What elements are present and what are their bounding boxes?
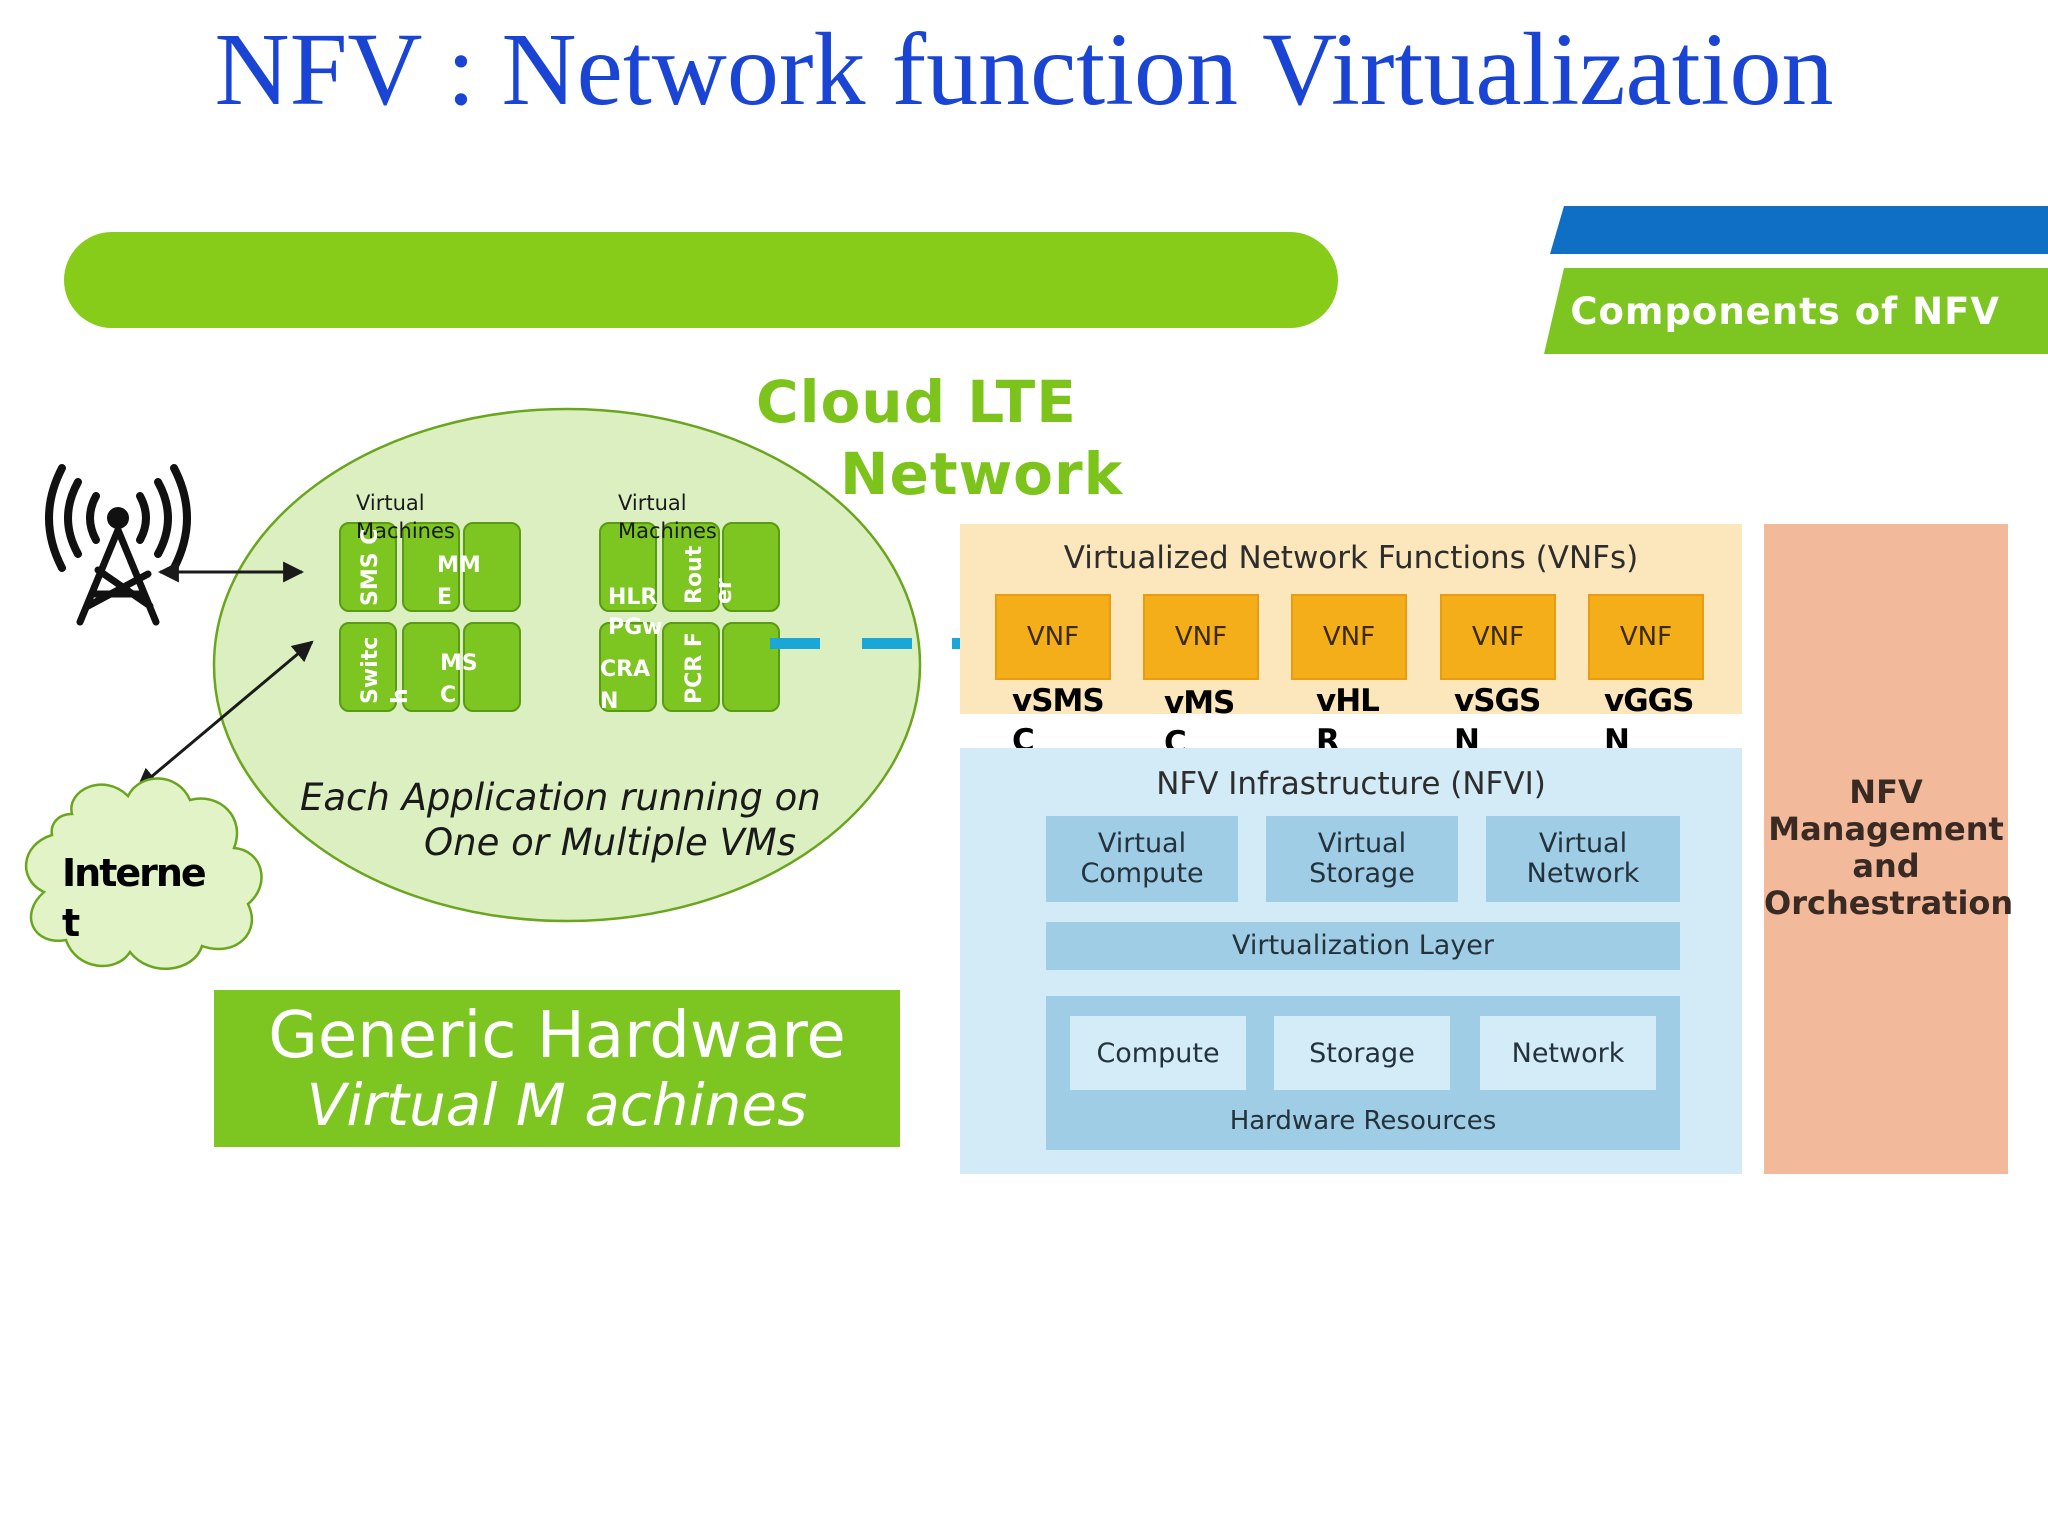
hw-storage-box: Storage — [1274, 1016, 1450, 1090]
tile-label-switch: Switc h — [358, 636, 413, 704]
hw-compute-label: Compute — [1096, 1037, 1220, 1069]
right-vm-cluster — [599, 522, 780, 712]
tile-label-router: Rout er — [682, 545, 737, 604]
internet-label-line2: t — [62, 901, 80, 945]
vnf-panel-title: Virtualized Network Functions (VNFs) — [1063, 540, 1639, 576]
left-cluster-caption-top: Virtual — [356, 491, 425, 515]
virtual-compute-label: Virtual Compute — [1080, 828, 1204, 889]
dashed-connector — [770, 638, 982, 649]
hardware-resources-label: Hardware Resources — [1229, 1106, 1497, 1136]
vm-tile-cran — [599, 622, 657, 712]
ellipse-note-line2: One or Multiple VMs — [424, 821, 796, 864]
right-cluster-caption-top: Virtual — [618, 491, 687, 515]
tile-label-mme-1: MM — [437, 553, 481, 578]
virtualization-layer-label: Virtualization Layer — [1231, 930, 1495, 961]
tile-label-cran-2: N — [600, 689, 619, 714]
vnf-box-1: VNF — [995, 594, 1111, 680]
virtual-compute-box: Virtual Compute — [1046, 816, 1238, 902]
cloud-lte-label: Cloud LTE — [756, 368, 1077, 436]
virtual-machines-label: Virtual M achines — [306, 1071, 808, 1139]
internet-cloud-icon — [25, 777, 263, 970]
vm-tile-msc — [402, 622, 460, 712]
ellipse-note: Each Application running on One or Multi… — [300, 776, 821, 864]
vnf-box-3: VNF — [1291, 594, 1407, 680]
tile-label-hlr: HLR — [608, 585, 658, 610]
ellipse-note-line1: Each Application running on — [300, 776, 821, 819]
virtualization-layer-box: Virtualization Layer — [1046, 922, 1680, 970]
network-label: Network — [840, 440, 1124, 508]
virtual-storage-box: Virtual Storage — [1266, 816, 1458, 902]
vnf-box-5: VNF — [1588, 594, 1704, 680]
virtual-network-box: Virtual Network — [1486, 816, 1680, 902]
vnf-box-2: VNF — [1143, 594, 1259, 680]
generic-hardware-box: Generic Hardware Virtual M achines — [214, 990, 900, 1147]
vm-tile-smsc — [339, 522, 397, 612]
components-banner-label: Components of NFV — [1570, 289, 2000, 333]
vm-tile-switch — [339, 622, 397, 712]
vm-tile-hlr — [599, 522, 657, 612]
header-green-bar — [64, 232, 1338, 328]
tile-label-msc-2: C — [440, 683, 457, 708]
left-vm-cluster — [339, 522, 521, 712]
vm-tile-empty-4 — [722, 622, 780, 712]
internet-to-vm-arrow — [136, 640, 314, 790]
vm-tile-empty-1 — [463, 522, 521, 612]
page-title: NFV : Network function Virtualization — [214, 12, 1834, 127]
vm-tile-empty-3 — [722, 522, 780, 612]
nfvi-panel-title: NFV Infrastructure (NFVI) — [1156, 766, 1546, 802]
cell-tower-icon — [45, 464, 191, 626]
hw-network-box: Network — [1480, 1016, 1656, 1090]
vm-tile-router — [662, 522, 720, 612]
tile-label-pgw: PGw — [608, 615, 663, 640]
generic-hardware-label: Generic Hardware — [268, 999, 846, 1073]
tile-label-cran-1: CRA — [600, 657, 651, 682]
hw-storage-label: Storage — [1309, 1037, 1415, 1069]
header-blue-strip — [1550, 206, 2048, 254]
vm-tile-pcrf — [662, 622, 720, 712]
nfv-mano-label: NFV Management and Orchestration — [1764, 773, 2014, 922]
nfv-mano-panel: NFV Management and Orchestration — [1764, 524, 2014, 1174]
vnf-box-4: VNF — [1440, 594, 1556, 680]
components-banner: Components of NFV — [1544, 268, 2048, 354]
right-cluster-caption-bottom: Machines — [618, 519, 717, 543]
tile-label-pcrf: PCR F — [682, 632, 707, 704]
internet-label-line1: Interne — [62, 851, 207, 895]
left-cluster-caption-bottom: Machines — [356, 519, 455, 543]
vm-tile-empty-2 — [463, 622, 521, 712]
tile-label-msc-1: MS — [440, 651, 478, 676]
tile-label-mme-2: E — [437, 585, 453, 610]
hw-compute-box: Compute — [1070, 1016, 1246, 1090]
virtual-network-label: Virtual Network — [1526, 828, 1640, 889]
tile-label-smsc: SMS C — [358, 528, 383, 606]
virtual-storage-label: Virtual Storage — [1309, 828, 1415, 889]
hw-network-label: Network — [1511, 1037, 1625, 1069]
vm-tile-mme — [402, 522, 460, 612]
internet-label: Interne t — [62, 848, 207, 948]
